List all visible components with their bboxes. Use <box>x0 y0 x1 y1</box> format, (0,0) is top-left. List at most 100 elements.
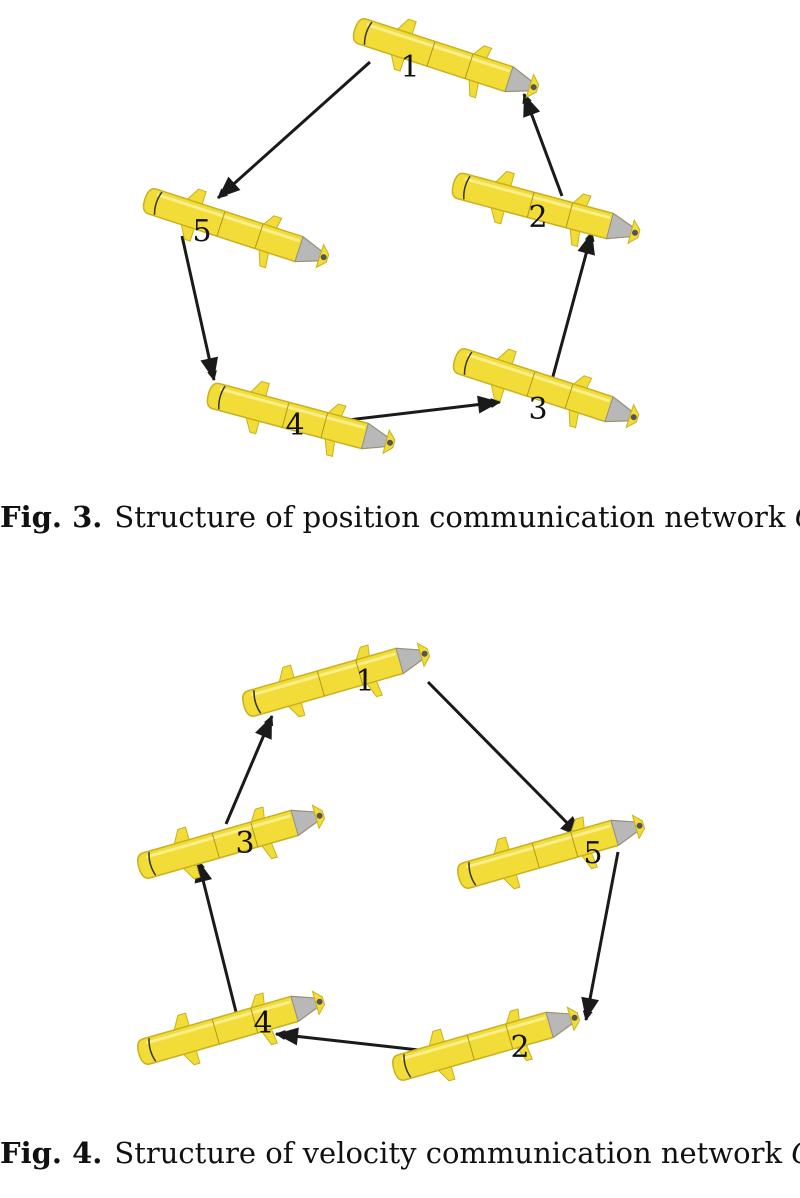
arrowhead-2-to-1 <box>523 94 541 118</box>
auv-vehicle-2 <box>392 1006 581 1082</box>
hull-highlight <box>145 1000 291 1045</box>
figure-3-caption-text: Structure of position communication netw… <box>114 500 795 534</box>
figure-4-caption-text: Structure of velocity communication netw… <box>114 1136 792 1170</box>
auv-vehicle-3 <box>137 804 326 880</box>
section-line <box>355 659 364 686</box>
node-label-1: 1 <box>400 50 419 85</box>
node-label-2: 2 <box>510 1030 529 1065</box>
hull <box>137 995 318 1065</box>
section-line <box>531 842 540 869</box>
propeller <box>320 254 327 261</box>
auv-vehicle-1 <box>352 18 540 99</box>
nose-ring <box>463 175 471 200</box>
edge-4-to-3 <box>347 398 501 422</box>
section-line <box>211 1018 220 1045</box>
section-line <box>564 383 574 409</box>
arrowhead-4-to-3 <box>477 395 500 414</box>
propeller <box>316 998 323 1005</box>
hull <box>137 809 318 879</box>
hull <box>142 188 323 263</box>
nose-ring <box>148 1038 157 1062</box>
hull-highlight <box>156 193 300 243</box>
section-line <box>254 223 264 249</box>
figure-3-graph-symbol: G1 <box>795 500 800 534</box>
section-line <box>526 192 535 218</box>
propeller <box>636 822 643 829</box>
figure-3-caption: Fig. 3. Structure of position communicati… <box>0 500 800 538</box>
hull <box>452 348 633 423</box>
section-line <box>250 1007 259 1034</box>
section-line <box>565 202 574 228</box>
figure-4-caption: Fig. 4. Structure of velocity communicati… <box>0 1136 800 1174</box>
node-label-3: 3 <box>235 826 254 861</box>
node-label-4: 4 <box>253 1006 272 1041</box>
section-line <box>464 53 474 79</box>
edge-5-to-2 <box>582 851 620 1021</box>
edge-1-to-5 <box>216 60 372 200</box>
nose-ring <box>463 351 473 375</box>
auv-vehicle-5 <box>457 814 646 890</box>
propeller <box>630 414 637 421</box>
auv-vehicle-4 <box>206 380 396 457</box>
auv-vehicle-3 <box>452 348 640 429</box>
propeller <box>632 229 639 236</box>
auv-vehicle-2 <box>451 170 641 247</box>
propeller <box>421 650 428 657</box>
node-label-5: 5 <box>583 836 602 871</box>
hull-highlight <box>400 1016 546 1061</box>
auv-vehicle-1 <box>242 642 431 718</box>
section-line <box>526 371 536 397</box>
node-label-5: 5 <box>192 214 211 249</box>
figure-4-graph-symbol: G2 <box>791 1136 800 1170</box>
hull <box>206 382 389 450</box>
section-line <box>466 1034 475 1061</box>
network-diagram-g1: 1 2 3 4 5 <box>142 18 641 457</box>
nose-ring <box>148 852 157 876</box>
nose-ring <box>253 690 262 714</box>
edge-3-to-2 <box>550 231 595 381</box>
section-line <box>320 412 329 438</box>
node-label-3: 3 <box>528 392 547 427</box>
nose-ring <box>403 1054 412 1078</box>
figure-4-label: Fig. 4. <box>0 1136 103 1170</box>
hull-highlight <box>466 353 610 403</box>
hull-highlight <box>250 652 396 697</box>
node-label-2: 2 <box>528 200 547 235</box>
figure-4-graph-var: G <box>791 1136 800 1170</box>
figure-4: 1 2 3 4 5 <box>0 600 800 1120</box>
section-line <box>216 211 226 237</box>
nose-ring <box>153 191 163 215</box>
section-line <box>570 831 579 858</box>
propeller <box>316 812 323 819</box>
edge-5-to-4 <box>180 235 217 381</box>
arrowhead-2-to-4 <box>276 1027 299 1046</box>
propeller <box>387 439 394 446</box>
auv-vehicle-4 <box>137 990 326 1066</box>
hull-highlight <box>366 23 510 73</box>
arrowhead-3-to-2 <box>577 232 595 256</box>
hull-highlight <box>464 177 611 220</box>
arrowhead-1-to-5 <box>218 176 241 198</box>
section-line <box>426 41 436 67</box>
section-line <box>281 402 290 428</box>
edge-1-to-5 <box>426 680 584 840</box>
arrowhead-3-to-1 <box>255 716 272 740</box>
figure-3-label: Fig. 3. <box>0 500 103 534</box>
hull <box>242 647 423 717</box>
section-line <box>316 670 325 697</box>
hull <box>451 172 634 240</box>
section-line <box>250 821 259 848</box>
nose-ring <box>218 385 226 410</box>
nose-ring <box>363 21 373 45</box>
figure-3-graph-var: G <box>795 500 800 534</box>
nose-ring <box>468 862 477 886</box>
auv-vehicle-5 <box>142 188 330 269</box>
node-label-4: 4 <box>285 408 304 443</box>
hull <box>392 1011 573 1081</box>
hull-highlight <box>219 387 366 430</box>
arrowhead-5-to-2 <box>581 996 599 1020</box>
hull-highlight <box>465 824 611 869</box>
section-line <box>211 832 220 859</box>
node-label-1: 1 <box>355 664 374 699</box>
arrowhead-5-to-4 <box>200 356 219 380</box>
